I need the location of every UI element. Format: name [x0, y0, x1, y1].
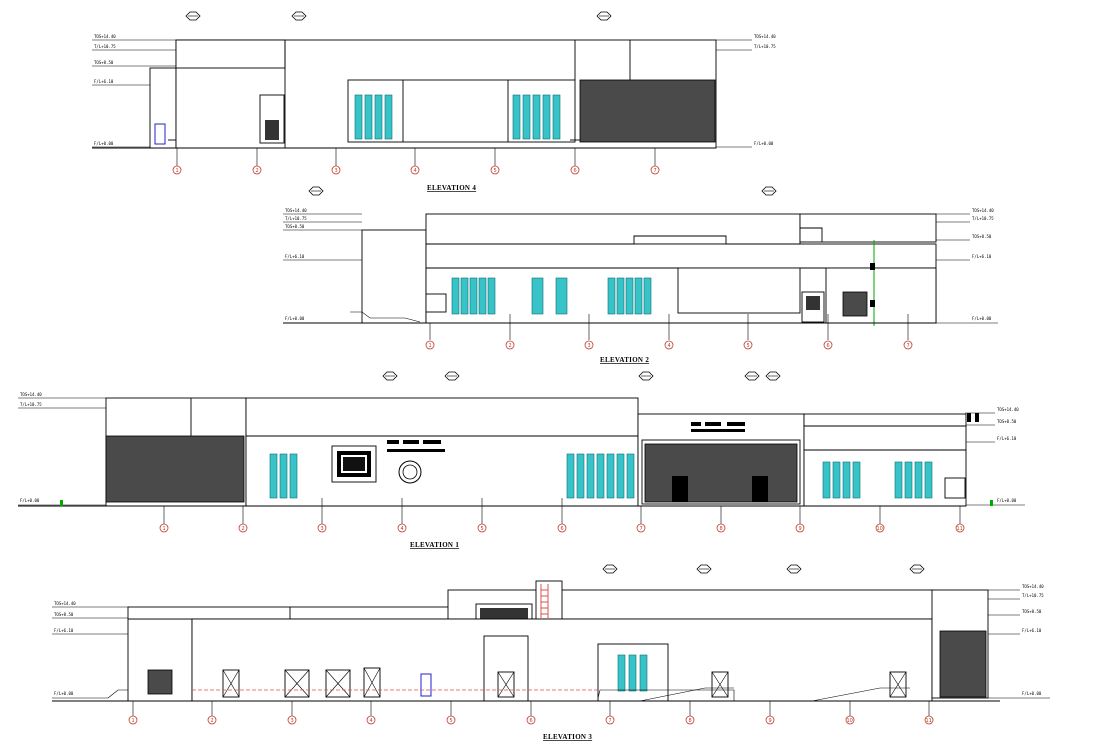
svg-text:7: 7 — [654, 168, 657, 174]
roof-access-ladder — [540, 584, 549, 618]
level-lines: TOS+14.40 T/L+10.75 TOS+8.50 F/L+6.10 F/… — [283, 208, 998, 324]
section-marker-icon — [382, 371, 781, 381]
grid-axis-bubbles: 1 2 3 4 5 6 7 8 9 10 11 — [159, 498, 965, 533]
svg-text:TOS+14.40: TOS+14.40 — [20, 392, 42, 397]
svg-text:F/L+6.10: F/L+6.10 — [285, 254, 305, 259]
svg-text:2: 2 — [509, 343, 512, 349]
svg-text:1: 1 — [163, 526, 166, 532]
svg-text:TOS+8.50: TOS+8.50 — [972, 234, 992, 239]
svg-text:T/L+10.75: T/L+10.75 — [1022, 593, 1044, 598]
svg-text:11: 11 — [926, 718, 932, 724]
svg-text:T/L+10.75: T/L+10.75 — [754, 44, 776, 49]
svg-text:TOS+14.40: TOS+14.40 — [1022, 584, 1044, 589]
grid-axis-bubbles: 1 2 3 4 5 6 7 8 9 10 11 — [128, 701, 934, 725]
elevation-1-drawing: TOS+14.40 T/L+10.75 F/L+0.00 TOS+14.40 T… — [18, 371, 1025, 549]
svg-text:4: 4 — [401, 526, 404, 532]
level-lines: TOS+14.40 TOS+8.50 F/L+6.10 F/L+0.00 TOS… — [52, 584, 1050, 699]
svg-text:10: 10 — [847, 718, 853, 724]
svg-text:TOS+8.50: TOS+8.50 — [997, 419, 1017, 424]
svg-text:TOS+14.40: TOS+14.40 — [972, 208, 994, 213]
svg-text:F/L+0.00: F/L+0.00 — [754, 141, 774, 146]
svg-text:3: 3 — [588, 343, 591, 349]
elevation-3-drawing: TOS+14.40 TOS+8.50 F/L+6.10 F/L+0.00 TOS… — [52, 564, 1050, 741]
svg-text:1: 1 — [132, 718, 135, 724]
svg-text:2: 2 — [256, 168, 259, 174]
svg-text:F/L+6.10: F/L+6.10 — [997, 436, 1017, 441]
svg-text:5: 5 — [450, 718, 453, 724]
svg-text:3: 3 — [321, 526, 324, 532]
svg-text:3: 3 — [335, 168, 338, 174]
svg-text:4: 4 — [668, 343, 671, 349]
svg-text:5: 5 — [481, 526, 484, 532]
svg-text:F/L+0.00: F/L+0.00 — [997, 498, 1017, 503]
svg-text:T/L+10.75: T/L+10.75 — [285, 216, 307, 221]
svg-text:T/L+10.75: T/L+10.75 — [20, 402, 42, 407]
svg-text:TOS+8.50: TOS+8.50 — [285, 224, 305, 229]
svg-text:TOS+8.50: TOS+8.50 — [1022, 609, 1042, 614]
glazing-panels — [269, 453, 933, 499]
glazing-panels — [617, 654, 648, 692]
svg-text:1: 1 — [429, 343, 432, 349]
grid-axis-bubbles: 1 2 3 4 5 6 7 — [425, 314, 913, 350]
svg-text:TOS+8.50: TOS+8.50 — [94, 60, 114, 65]
svg-text:8: 8 — [689, 718, 692, 724]
svg-text:T/L+10.75: T/L+10.75 — [972, 216, 994, 221]
svg-text:9: 9 — [799, 526, 802, 532]
svg-text:F/L+0.00: F/L+0.00 — [94, 141, 114, 146]
svg-text:1: 1 — [176, 168, 179, 174]
glazing-panels — [451, 277, 652, 315]
svg-text:6: 6 — [530, 718, 533, 724]
svg-text:2: 2 — [242, 526, 245, 532]
svg-text:F/L+6.10: F/L+6.10 — [972, 254, 992, 259]
section-marker-icon — [308, 186, 777, 196]
svg-text:F/L+0.00: F/L+0.00 — [972, 316, 992, 321]
svg-text:TOS+14.40: TOS+14.40 — [285, 208, 307, 213]
svg-text:9: 9 — [769, 718, 772, 724]
svg-text:7: 7 — [640, 526, 643, 532]
svg-text:TOS+8.50: TOS+8.50 — [54, 612, 74, 617]
elevation-2-drawing: TOS+14.40 T/L+10.75 TOS+8.50 F/L+6.10 F/… — [283, 186, 998, 364]
svg-text:F/L+0.00: F/L+0.00 — [20, 498, 40, 503]
svg-text:TOS+14.40: TOS+14.40 — [754, 34, 776, 39]
elevation-4-drawing: TOS+14.40 T/L+10.75 TOS+8.50 F/L+6.10 F/… — [92, 11, 776, 192]
section-marker-icon — [602, 564, 925, 574]
svg-text:3: 3 — [291, 718, 294, 724]
svg-text:F/L+0.00: F/L+0.00 — [54, 691, 74, 696]
elevation-3-title: ELEVATION 3 — [543, 733, 592, 741]
svg-text:T/L+10.75: T/L+10.75 — [94, 44, 116, 49]
svg-text:4: 4 — [414, 168, 417, 174]
svg-text:5: 5 — [747, 343, 750, 349]
svg-text:10: 10 — [877, 526, 883, 532]
elevation-4-title: ELEVATION 4 — [427, 184, 476, 192]
svg-text:4: 4 — [370, 718, 373, 724]
svg-text:TOS+14.40: TOS+14.40 — [997, 407, 1019, 412]
svg-text:11: 11 — [957, 526, 963, 532]
svg-text:F/L+6.10: F/L+6.10 — [54, 628, 74, 633]
svg-text:2: 2 — [211, 718, 214, 724]
svg-text:F/L+6.10: F/L+6.10 — [1022, 628, 1042, 633]
elevation-2-title: ELEVATION 2 — [600, 356, 649, 364]
svg-text:6: 6 — [574, 168, 577, 174]
svg-text:F/L+0.00: F/L+0.00 — [285, 316, 305, 321]
svg-text:F/L+0.00: F/L+0.00 — [1022, 691, 1042, 696]
glazing-panels — [354, 94, 561, 140]
svg-text:TOS+14.40: TOS+14.40 — [94, 34, 116, 39]
svg-text:TOS+14.40: TOS+14.40 — [54, 601, 76, 606]
svg-text:8: 8 — [720, 526, 723, 532]
svg-text:7: 7 — [907, 343, 910, 349]
grid-axis-bubbles: 1 2 3 4 5 6 7 — [172, 148, 660, 175]
elevation-1-title: ELEVATION 1 — [410, 541, 459, 549]
svg-text:7: 7 — [609, 718, 612, 724]
svg-text:F/L+6.10: F/L+6.10 — [94, 79, 114, 84]
emblem-icon — [398, 460, 422, 484]
section-marker-icon — [185, 11, 612, 21]
svg-text:6: 6 — [561, 526, 564, 532]
svg-text:6: 6 — [827, 343, 830, 349]
svg-text:5: 5 — [494, 168, 497, 174]
level-lines: TOS+14.40 T/L+10.75 F/L+0.00 TOS+14.40 T… — [18, 392, 1025, 506]
